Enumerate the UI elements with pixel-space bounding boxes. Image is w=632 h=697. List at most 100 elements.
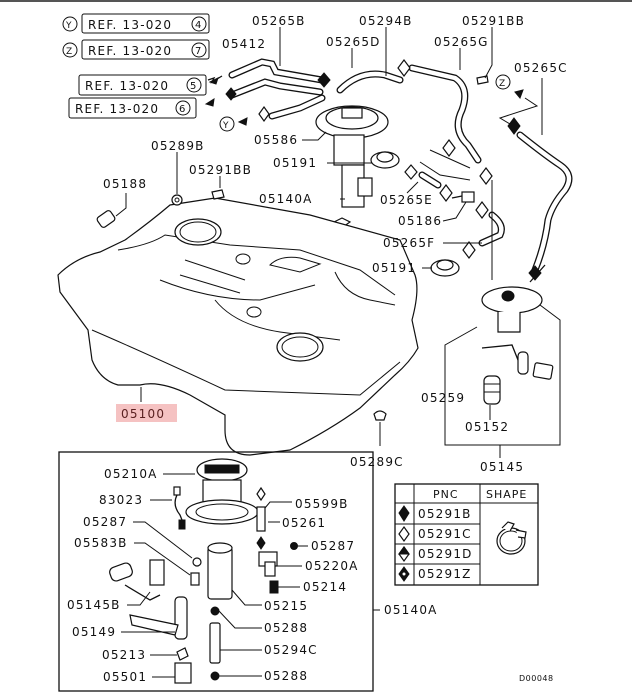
label-05261[interactable]: 05261: [282, 516, 326, 530]
hose-clamp-icon: [496, 521, 527, 555]
filled-diamond-icon: [225, 87, 237, 101]
leader-line: [406, 181, 419, 194]
ref-label-6[interactable]: REF. 13-020 6: [68, 97, 197, 119]
leader-line: [302, 131, 327, 141]
label-05294B[interactable]: 05294B: [359, 14, 413, 28]
label-05289B[interactable]: 05289B: [151, 139, 205, 153]
label-05220A[interactable]: 05220A: [305, 559, 359, 573]
clip-05213-icon: [176, 647, 189, 661]
table-row: 05291Z: [398, 566, 472, 582]
table-header-shape: SHAPE: [486, 488, 527, 501]
hollow-diamond-icon: [256, 486, 266, 502]
label-05140A-box[interactable]: 05140A: [384, 603, 438, 617]
hose-05265C: [516, 131, 573, 274]
ref-label-5[interactable]: REF. 13-020 5: [78, 74, 207, 96]
label-05291BB-top[interactable]: 05291BB: [462, 14, 525, 28]
table-row: 05291B: [398, 505, 472, 522]
pump-module-05210A: [185, 458, 259, 525]
pnc-value: 05291Z: [418, 567, 472, 581]
ref-num-circle: [191, 42, 207, 58]
hose-05265D: [336, 70, 404, 94]
gasket-05191-b: [430, 259, 460, 277]
label-05186[interactable]: 05186: [398, 214, 442, 228]
label-05100[interactable]: 05100: [121, 407, 165, 421]
hollow-diamond-icon: [398, 525, 410, 543]
gasket-05191-a: [370, 151, 400, 169]
leader-line: [442, 201, 467, 222]
table-row: 05291C: [398, 525, 471, 543]
hose-05261-icon: [256, 506, 266, 532]
label-05152[interactable]: 05152: [465, 420, 509, 434]
ref-num-circle: [175, 100, 191, 116]
label-05191-b[interactable]: 05191: [372, 261, 416, 275]
label-05294C[interactable]: 05294C: [264, 643, 318, 657]
ref-label-z[interactable]: Z REF. 13-020 7: [62, 39, 210, 60]
leader-line: [133, 521, 193, 559]
nut-05287-icon: [290, 542, 298, 550]
label-05288-b[interactable]: 05288: [264, 669, 308, 683]
marker-y-icon: [219, 116, 235, 132]
label-05291BB-left[interactable]: 05291BB: [189, 163, 252, 177]
nut-05289B: [171, 194, 183, 206]
label-83023[interactable]: 83023: [99, 493, 143, 507]
label-05287-left[interactable]: 05287: [83, 515, 127, 529]
ref-num-circle: [191, 16, 207, 32]
label-05145B[interactable]: 05145B: [67, 598, 121, 612]
label-05140A-top[interactable]: 05140A: [259, 192, 313, 206]
hollow-diamond-icon: [397, 59, 411, 77]
pump-05149: [129, 596, 188, 640]
label-05287-right[interactable]: 05287: [311, 539, 355, 553]
ref-num: 4: [195, 20, 202, 31]
label-05412[interactable]: 05412: [222, 37, 266, 51]
hose-05265G: [408, 64, 482, 164]
marker-y-text: Y: [65, 21, 72, 31]
tank-opening: [276, 332, 324, 362]
label-05188[interactable]: 05188: [103, 177, 147, 191]
label-05265C[interactable]: 05265C: [514, 61, 568, 75]
label-05149[interactable]: 05149: [72, 625, 116, 639]
label-05265B[interactable]: 05265B: [252, 14, 306, 28]
ref-label-y[interactable]: Y REF. 13-020 4: [62, 13, 210, 34]
label-05599B[interactable]: 05599B: [295, 497, 349, 511]
label-05501[interactable]: 05501: [103, 670, 147, 684]
label-05213[interactable]: 05213: [102, 648, 146, 662]
label-05191-a[interactable]: 05191: [273, 156, 317, 170]
label-05289C[interactable]: 05289C: [350, 455, 404, 469]
oring-05288-a-icon: [210, 606, 220, 616]
label-05586[interactable]: 05586: [254, 133, 298, 147]
label-05215[interactable]: 05215: [264, 599, 308, 613]
label-05210A[interactable]: 05210A: [104, 467, 158, 481]
label-05265F[interactable]: 05265F: [383, 236, 435, 250]
leader-line: [484, 27, 493, 79]
part-05583B-icon: [190, 572, 200, 586]
label-05214[interactable]: 05214: [303, 580, 347, 594]
filled-diamond-icon: [256, 536, 266, 550]
label-05265D[interactable]: 05265D: [326, 35, 381, 49]
sender-05145B: [109, 559, 165, 601]
leader-line: [498, 97, 539, 125]
label-05265G[interactable]: 05265G: [434, 35, 489, 49]
marker-z-text: Z: [66, 47, 73, 57]
tube-05294C-icon: [209, 622, 221, 664]
ref-num-circle: [186, 77, 202, 93]
pnc-value: 05291B: [418, 507, 472, 521]
clip-05214-icon: [269, 580, 279, 594]
clip-05291BB-icon: [476, 75, 489, 85]
ref-box: [81, 39, 210, 60]
pump-assembly-box: [58, 451, 374, 692]
filled-diamond-icon: [398, 505, 410, 522]
leader-line: [127, 591, 151, 606]
leader-line: [264, 501, 292, 509]
fuel-pump-05145: [481, 264, 554, 405]
label-05265E[interactable]: 05265E: [380, 193, 433, 207]
label-05288-a[interactable]: 05288: [264, 621, 308, 635]
arrow-icon: [208, 77, 219, 85]
oring-05287-icon: [192, 557, 202, 567]
arrow-icon: [237, 117, 248, 126]
label-05259[interactable]: 05259: [421, 391, 465, 405]
hose-05265B: [228, 78, 324, 99]
label-05583B[interactable]: 05583B: [74, 536, 128, 550]
filled-diamond-icon: [317, 72, 331, 88]
marker-y-icon: [62, 16, 78, 32]
label-05145[interactable]: 05145: [480, 460, 524, 474]
